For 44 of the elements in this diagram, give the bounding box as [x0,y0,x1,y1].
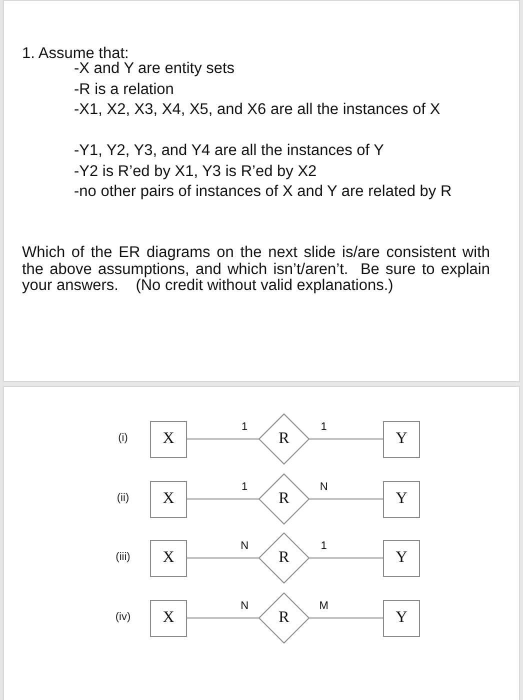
entity-box [383,420,420,458]
entity-box [150,480,187,518]
row-label: (iv) [114,611,132,623]
row-label: (i) [117,432,129,444]
question-heading: 1. Assume that: [22,45,129,62]
node-label: Y [396,490,408,508]
row-label: (ii) [116,492,130,504]
cardinality-label: 1 [240,421,249,433]
node-label: R [278,549,290,567]
row-label: (iii) [114,551,132,563]
connector-line [308,498,384,500]
connector-line [186,438,260,440]
cardinality-label: N [240,600,250,612]
entity-box [383,600,420,636]
cardinality-label: 1 [320,421,328,433]
assumption-text: -Y2 is R’ed by X1, Y3 is R’ed by X2 [74,162,318,182]
cardinality-label: M [318,600,330,612]
cardinality-label: N [240,540,250,552]
cardinality-label: 1 [240,481,249,493]
question-paragraph: Which of the ER diagrams on the next slide is/are consistent with the above assumptions, and which isn’t/aren’t. Be sure to explain your answers. (No credit without valid explanations.) [22,245,490,294]
entity-box [383,480,420,518]
assumption-text: -X1, X2, X3, X4, X5, and X6 are all the instances of X [74,100,442,120]
assumption-text: -R is a relation [74,80,175,100]
node-label: X [162,549,174,567]
entity-box [150,600,187,636]
node-label: Y [396,430,408,448]
node-label: Y [396,549,408,567]
node-label: X [162,609,174,627]
node-label: Y [396,609,408,627]
cardinality-label: N [318,481,329,493]
connector-line [308,438,384,440]
connector-line [186,498,260,500]
node-label: R [278,430,290,448]
entity-box [383,540,420,576]
assumption-text: -no other pairs of instances of X and Y are related by R [74,182,453,202]
node-label: X [162,430,174,448]
node-label: R [278,609,290,627]
entity-box [150,420,187,458]
node-label: X [162,490,174,508]
cardinality-label: 1 [320,540,328,552]
entity-box [150,540,187,576]
assumption-text: -X and Y are entity sets [74,59,236,79]
assumption-text: -Y1, Y2, Y3, and Y4 are all the instances of Y [74,141,385,161]
node-label: R [278,490,290,508]
